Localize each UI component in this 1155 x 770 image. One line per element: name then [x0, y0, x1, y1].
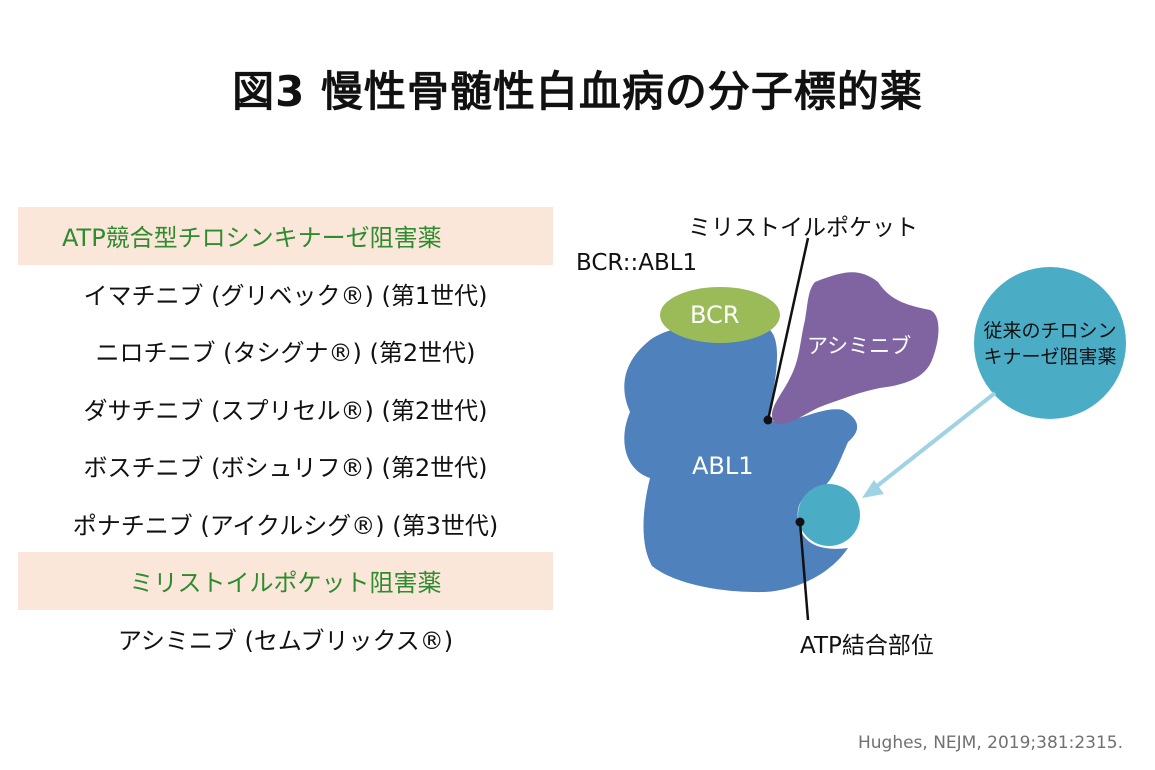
tki-arrow-head	[862, 480, 884, 498]
drug-row-imatinib: イマチニブ (グリベック®) (第1世代)	[83, 281, 488, 310]
fusion-label: BCR::ABL1	[576, 250, 698, 276]
bcr-shape	[660, 287, 780, 343]
drug-row-dasatinib: ダサチニブ (スプリセル®) (第2世代)	[83, 396, 488, 425]
bcr-label: BCR	[690, 301, 740, 329]
myristoyl-pointer-line	[766, 237, 810, 421]
atp-pointer-dot	[795, 517, 805, 527]
myristoyl-pointer-dot	[763, 415, 773, 425]
atp-site-tki-circle	[798, 484, 860, 546]
atp-pointer-line	[798, 521, 810, 621]
diagram-graphic	[624, 237, 1126, 621]
drug-row-bosutinib: ボスチニブ (ボシュリフ®) (第2世代)	[83, 454, 488, 483]
atp-site-label: ATP結合部位	[800, 633, 934, 659]
atp-competitive-header: ATP競合型チロシンキナーゼ阻害薬	[18, 207, 553, 265]
conventional-tki-circle	[974, 267, 1126, 419]
tki-arrow-line	[870, 391, 997, 492]
drug-table: ATP競合型チロシンキナーゼ阻害薬 イマチニブ (グリベック®) (第1世代) …	[18, 207, 553, 667]
myristoyl-pocket-label: ミリストイルポケット	[688, 215, 918, 241]
asciminib-label: アシミニブ	[807, 334, 912, 358]
conventional-tki-label-line2: キナーゼ阻害薬	[983, 346, 1117, 368]
drug-row-asciminib: アシミニブ (セムブリックス®)	[117, 626, 454, 655]
bcr-abl1-diagram: ミリストイルポケット BCR::ABL1 BCR アシミニブ ABL1 従来のチ…	[560, 150, 1150, 670]
myristoyl-pocket-header: ミリストイルポケット阻害薬	[18, 552, 553, 610]
citation: Hughes, NEJM, 2019;381:2315.	[857, 733, 1123, 753]
drug-row-nilotinib: ニロチニブ (タシグナ®) (第2世代)	[95, 339, 476, 368]
conventional-tki-label-line1: 従来のチロシン	[983, 320, 1117, 342]
abl1-label: ABL1	[692, 452, 754, 480]
page-title: 図3 慢性骨髄性白血病の分子標的薬	[232, 67, 923, 116]
drug-row-ponatinib: ポナチニブ (アイクルシグ®) (第3世代)	[72, 511, 499, 540]
abl1-shape	[624, 324, 858, 593]
asciminib-shape	[771, 272, 939, 424]
